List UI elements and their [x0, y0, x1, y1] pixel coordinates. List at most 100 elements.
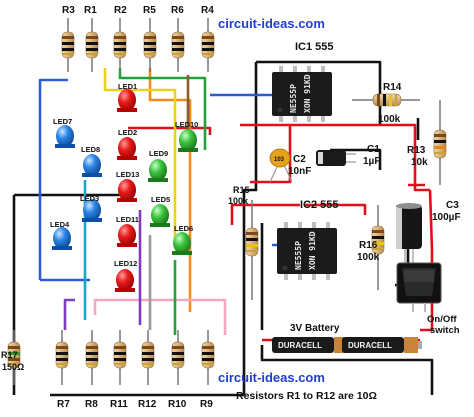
- led9: [148, 159, 168, 182]
- label-r14-name: R14: [383, 82, 402, 93]
- resistor-r10: [171, 330, 185, 385]
- label-c3-value: 100µF: [432, 212, 461, 223]
- label-r4: R4: [201, 5, 214, 16]
- wire-green: [118, 68, 207, 150]
- top-resistor-row: [61, 18, 215, 72]
- label-led12: LED12: [114, 259, 137, 268]
- resistor-r11: [113, 330, 127, 385]
- label-r6: R6: [171, 5, 184, 16]
- label-led11: LED11: [116, 215, 139, 224]
- label-r17-name: R17: [1, 350, 18, 360]
- led3: [82, 199, 102, 222]
- resistor-r16: [371, 205, 385, 290]
- wire-blue-left: [38, 78, 68, 280]
- label-r3: R3: [62, 5, 75, 16]
- resistor-r13: [433, 100, 447, 185]
- label-r2: R2: [114, 5, 127, 16]
- led12: [115, 269, 135, 292]
- resistor-r12: [141, 330, 155, 385]
- label-led5: LED5: [151, 195, 170, 204]
- label-r1: R1: [84, 5, 97, 16]
- led11: [117, 224, 137, 247]
- led2: [117, 137, 137, 160]
- label-r15-name: R15: [233, 185, 250, 195]
- wire-pink: [93, 298, 227, 335]
- led4: [52, 227, 72, 250]
- leds: [52, 89, 198, 292]
- led1: [117, 89, 137, 112]
- label-c1-name: C1: [367, 144, 380, 155]
- label-r5: R5: [143, 5, 156, 16]
- led8: [82, 154, 102, 177]
- label-battery: 3V Battery: [290, 323, 340, 334]
- wire-black-battery: [260, 345, 434, 395]
- label-c1-value: 1µF: [363, 156, 380, 167]
- resistor-r15: [245, 200, 259, 300]
- ic1-chip: NE555P XON 91KD: [272, 66, 332, 122]
- label-r16-value: 100k: [357, 252, 380, 263]
- label-led7: LED7: [53, 117, 72, 126]
- label-r15-value: 100k: [228, 196, 249, 206]
- label-r13-value: 10k: [411, 157, 428, 168]
- capacitor-c1: [316, 150, 356, 166]
- resistor-r3: [61, 18, 75, 72]
- c2-marking: 103: [274, 157, 285, 163]
- resistor-r8: [85, 330, 99, 385]
- wire-red-ic1: [250, 125, 292, 184]
- battery-brand-2: DURACELL: [348, 341, 392, 350]
- label-r14-value: 100k: [378, 114, 401, 125]
- label-led3: LED3: [80, 194, 99, 203]
- led10: [178, 129, 198, 152]
- label-r17-value: 150Ω: [2, 362, 24, 372]
- wire-yellow: [103, 68, 177, 245]
- wire-red-res15: [230, 203, 300, 225]
- led6: [172, 232, 192, 255]
- ic2-marking-2: XON 91KD: [308, 231, 317, 270]
- wire-blue-ic1: [210, 93, 282, 110]
- capacitor-c2: 103: [269, 148, 293, 183]
- ic2-chip: NE555P XON 91KD: [277, 222, 337, 280]
- battery: DURACELL DURACELL: [272, 337, 422, 353]
- note-resistors: Resistors R1 to R12 are 10Ω: [236, 390, 377, 402]
- resistor-r2: [113, 18, 127, 72]
- label-r9: R9: [200, 399, 213, 410]
- resistor-r6: [171, 18, 185, 72]
- wire-red-ic2: [305, 203, 367, 215]
- label-r8: R8: [85, 399, 98, 410]
- website-bottom: circuit-ideas.com: [218, 370, 325, 385]
- resistor-r7: [55, 330, 69, 385]
- label-led8: LED8: [81, 145, 100, 154]
- label-r12: R12: [138, 399, 157, 410]
- label-led2: LED2: [118, 128, 137, 137]
- label-c2-name: C2: [293, 154, 306, 165]
- wire-red-led: [128, 126, 212, 135]
- wire-purple: [63, 298, 75, 330]
- label-r13-name: R13: [407, 145, 426, 156]
- label-r16-name: R16: [359, 240, 378, 251]
- wire-black-c1: [330, 148, 382, 170]
- label-led9: LED9: [149, 149, 168, 158]
- wire-orange: [148, 68, 192, 312]
- led5: [150, 204, 170, 227]
- led7: [55, 125, 75, 148]
- label-led10: LED10: [175, 120, 198, 129]
- label-ic1: IC1 555: [295, 41, 334, 53]
- battery-brand-1: DURACELL: [278, 341, 322, 350]
- label-r7: R7: [57, 399, 70, 410]
- ic1-marking-1: NE555P: [289, 84, 298, 113]
- resistor-r5: [143, 18, 157, 72]
- label-ic2: IC2 555: [300, 199, 339, 211]
- label-led6: LED6: [174, 224, 193, 233]
- label-switch-1: On/Off: [427, 314, 457, 325]
- capacitor-c3: [396, 203, 422, 265]
- label-led13: LED13: [116, 170, 139, 179]
- resistor-r14: [352, 93, 420, 107]
- wire-red-top: [240, 123, 430, 192]
- label-c3-name: C3: [446, 200, 459, 211]
- website-top: circuit-ideas.com: [218, 16, 325, 31]
- label-r10: R10: [168, 399, 187, 410]
- label-led4: LED4: [50, 220, 70, 229]
- ic2-marking-1: NE555P: [294, 241, 303, 270]
